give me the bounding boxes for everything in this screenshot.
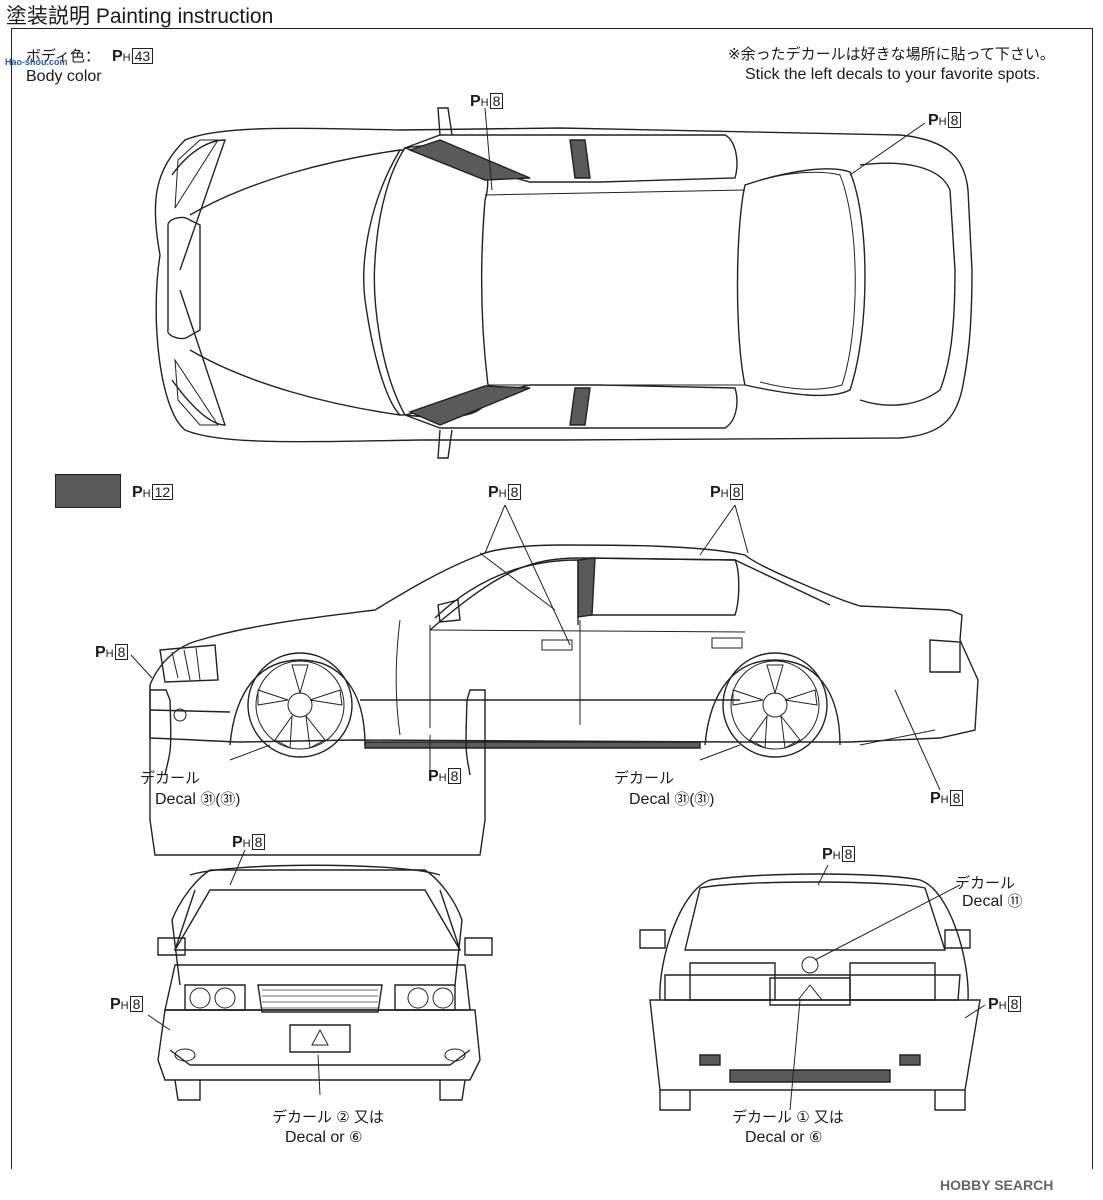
decal-rear-emblem-jp: デカール [955, 875, 1016, 892]
front-view-car [147, 689, 493, 1101]
side-view-car [130, 504, 979, 791]
title-en: Painting instruction [95, 5, 274, 28]
watermark-top-left: Hao-shou.com [5, 57, 68, 67]
rear-view-car [639, 864, 986, 1111]
note-en: Stick the left decals to your favorite s… [745, 66, 1041, 83]
decal-side-front-en: Decal ㉛(㉛) [155, 791, 241, 808]
watermark-bottom-right: HOBBY SEARCH [940, 1177, 1054, 1193]
body-color-jp: ボディ色： [26, 48, 100, 65]
decal-rear-emblem-en: Decal ⑪ [962, 893, 1023, 910]
decal-front-plate-jp: デカール ② 又は [272, 1109, 384, 1126]
body-color-en: Body color [26, 68, 102, 85]
diagram-frame [11, 28, 1093, 1169]
title-jp: 塗装説明 [6, 5, 90, 28]
decal-front-plate-en: Decal or ⑥ [285, 1129, 363, 1146]
note-jp: ※余ったデカールは好きな場所に貼って下さい。 [728, 46, 1055, 63]
decal-side-rear-en: Decal ㉛(㉛) [629, 791, 715, 808]
decal-side-front-jp: デカール [140, 770, 201, 787]
color-swatch [55, 474, 121, 508]
decal-side-rear-jp: デカール [614, 770, 675, 787]
page-title: 塗装説明 Painting instruction [6, 6, 273, 27]
decal-rear-plate-jp: デカール ① 又は [732, 1109, 844, 1126]
top-view-car [154, 107, 973, 459]
decal-rear-plate-en: Decal or ⑥ [745, 1129, 823, 1146]
